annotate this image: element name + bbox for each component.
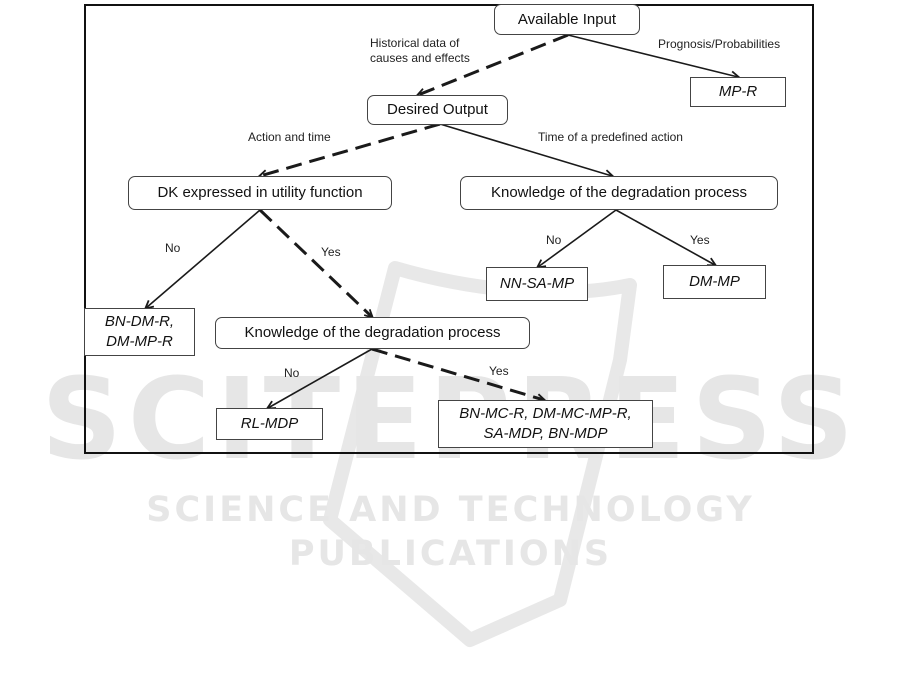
edge-input-to-output: [418, 33, 569, 95]
node-rl-mdp: RL-MDP: [216, 408, 323, 440]
node-bn-dm-r: BN-DM-R, DM-MP-R: [84, 308, 195, 356]
watermark-subtitle: SCIENCE AND TECHNOLOGY PUBLICATIONS: [146, 490, 755, 574]
node-knowledge-top: Knowledge of the degradation process: [460, 176, 778, 210]
node-knowledge-bottom: Knowledge of the degradation process: [215, 317, 530, 349]
node-desired-output: Desired Output: [367, 95, 508, 125]
edge-dk-to-knowledge-bottom: [258, 208, 372, 317]
label-historical-data: Historical data of causes and effects: [370, 36, 470, 65]
edge-knowledge-bottom-to-bn-mc: [371, 347, 544, 400]
label-prognosis: Prognosis/Probabilities: [658, 37, 781, 51]
node-available-input: Available Input: [494, 4, 640, 35]
label-no-knowledge-bottom: No: [284, 366, 300, 380]
node-bn-mc-r: BN-MC-R, DM-MC-MP-R, SA-MDP, BN-MDP: [438, 400, 653, 448]
label-no-dk: No: [165, 241, 181, 255]
label-yes-knowledge-top: Yes: [690, 233, 710, 247]
label-action-and-time: Action and time: [248, 130, 331, 144]
label-time-predefined: Time of a predefined action: [538, 130, 683, 144]
diagram-frame: [84, 4, 814, 454]
label-yes-knowledge-bottom: Yes: [489, 364, 509, 378]
label-yes-dk: Yes: [321, 245, 341, 259]
edge-knowledge-top-to-nn: [538, 209, 617, 267]
label-no-knowledge-top: No: [546, 233, 562, 247]
edge-output-to-knowledge-top: [439, 123, 612, 176]
edge-input-to-mpr: [567, 34, 738, 77]
edge-knowledge-bottom-to-rl: [268, 348, 373, 408]
edge-dk-to-bn-dm-r: [146, 209, 261, 308]
node-mp-r: MP-R: [690, 77, 786, 107]
node-nn-sa-mp: NN-SA-MP: [486, 267, 588, 301]
node-dk-utility: DK expressed in utility function: [128, 176, 392, 210]
edge-output-to-dk: [260, 122, 441, 176]
node-dm-mp: DM-MP: [663, 265, 766, 299]
edge-knowledge-top-to-dm-mp: [615, 209, 715, 265]
